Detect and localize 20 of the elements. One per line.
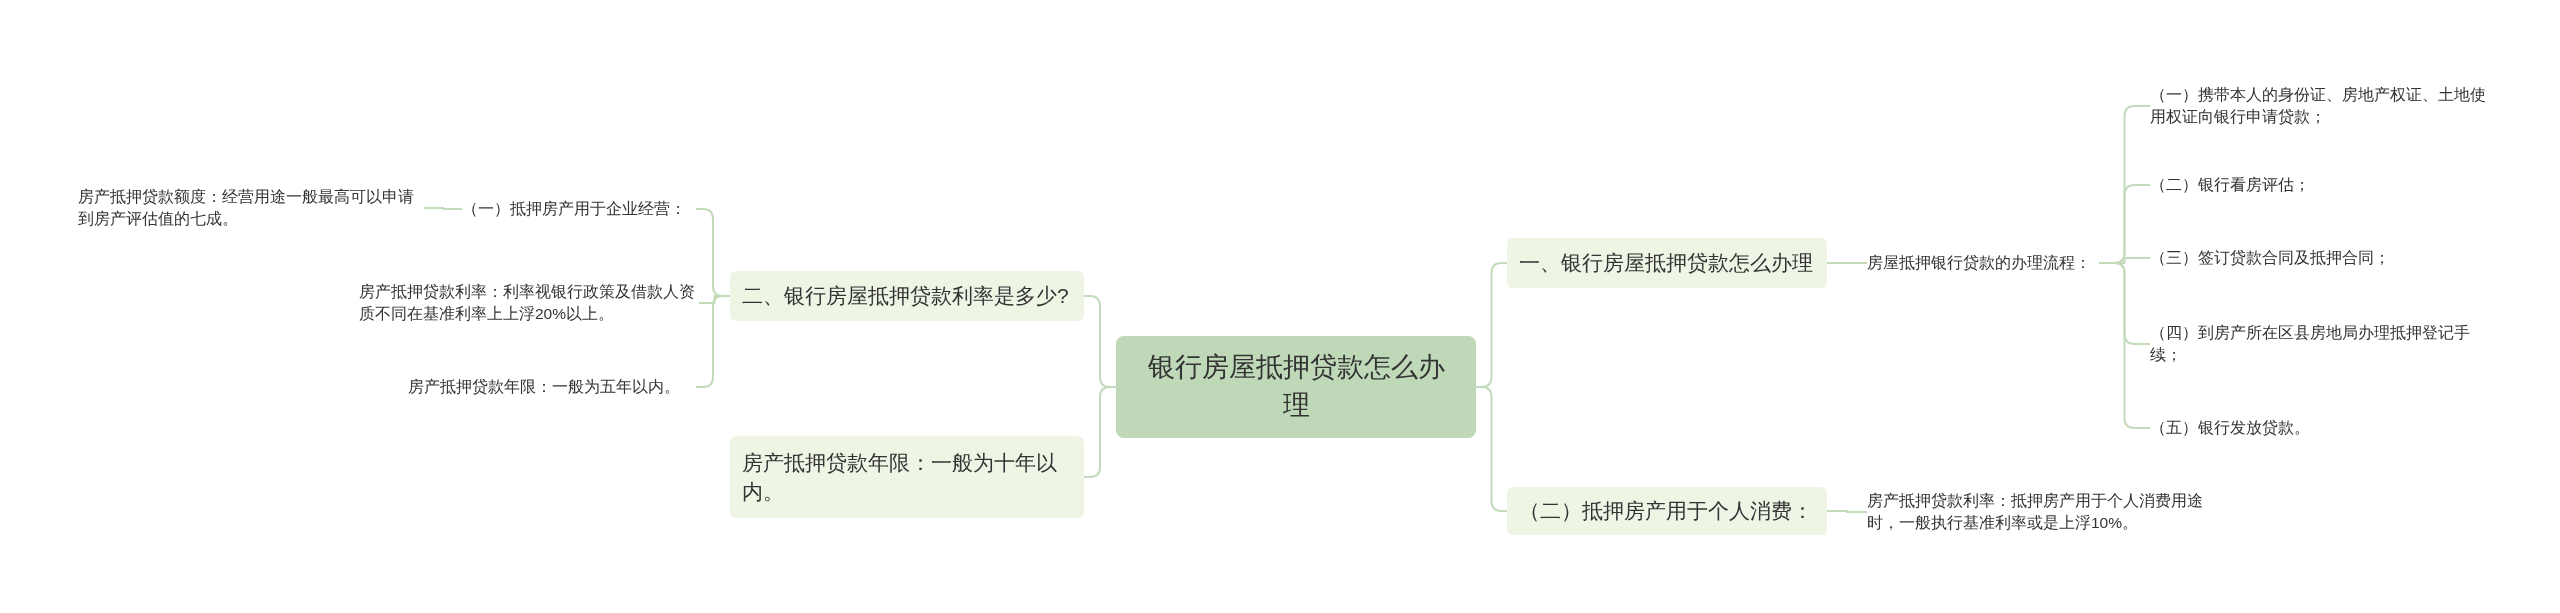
subtopic-text: （五）银行发放贷款。 [2150, 415, 2490, 441]
subtopic-text: （二）银行看房评估； [2150, 172, 2490, 198]
connector-line [1826, 262, 1868, 264]
subtopic-text: （一）携带本人的身份证、房地产权证、土地使用权证向银行申请贷款； [2150, 82, 2490, 130]
subtopic-text: （一）抵押房产用于企业经营： [462, 196, 696, 222]
topic-box: 二、银行房屋抵押贷款利率是多少? [730, 271, 1084, 321]
subtopic-text: （四）到房产所在区县房地局办理抵押登记手续； [2150, 320, 2490, 368]
central-topic-box: 银行房屋抵押贷款怎么办理 [1116, 336, 1476, 438]
topic-box: 一、银行房屋抵押贷款怎么办理 [1507, 238, 1827, 288]
connector-line [1826, 510, 1868, 513]
topic-box: （二）抵押房产用于个人消费： [1507, 487, 1827, 535]
subtopic-text: 房屋抵押银行贷款的办理流程： [1867, 250, 2099, 276]
subtopic-text: 房产抵押贷款年限：一般为五年以内。 [408, 374, 696, 400]
subtopic-text: 房产抵押贷款利率：利率视银行政策及借款人资质不同在基准利率上上浮20%以上。 [359, 279, 699, 327]
subtopic-text: 房产抵押贷款额度：经营用途一般最高可以申请到房产评估值的七成。 [78, 184, 424, 232]
subtopic-text: 房产抵押贷款利率：抵押房产用于个人消费用途时，一般执行基准利率或是上浮10%。 [1867, 489, 2217, 535]
connector-line [423, 207, 463, 210]
subtopic-text: （三）签订贷款合同及抵押合同； [2150, 245, 2490, 271]
topic-box: 房产抵押贷款年限：一般为十年以内。 [730, 436, 1084, 518]
connector-line [1475, 386, 1508, 512]
